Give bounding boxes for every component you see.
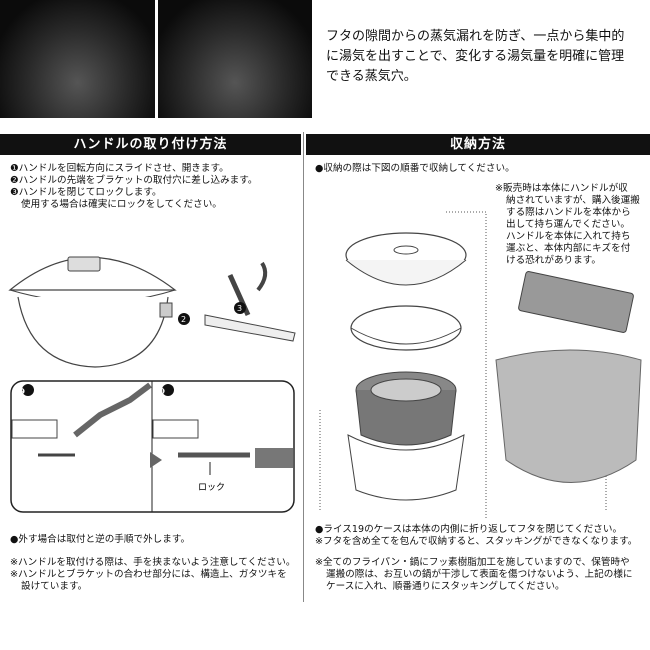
remove-note: ●外す場合は取付と逆の手順で外します。	[10, 534, 191, 545]
coating-note-line: 運搬の際は、お互いの鍋が干渉して表面を傷つけないよう、上記の様に	[326, 569, 633, 580]
coating-note-line: ケースに入れ、順番通りにスタッキングしてください。	[326, 581, 565, 592]
storage-side-note: ※販売時は本体にハンドルが収 納されていますが、購入後運搬 する際はハンドルを本…	[495, 183, 640, 267]
lock-detail-illustration: ❷ ❸ ロック	[10, 380, 295, 513]
case-warning: ※フタを含め全てを包んで収納すると、スタッキングができなくなります。	[315, 536, 638, 547]
side-note-line: 出して持ち運んでください。	[506, 219, 630, 230]
handle-section-title: ハンドルの取り付け方法	[0, 134, 301, 155]
intro-line: できる蒸気穴。	[326, 69, 417, 84]
side-note-line: する際はハンドルを本体から	[506, 207, 631, 218]
step-2: ❷ハンドルの先端をブラケットの取付穴に差し込みます。	[10, 175, 258, 186]
side-note-line: ける恐れがあります。	[506, 255, 601, 266]
case-note: ●ライス19のケースは本体の内側に折り返してフタを閉じてください。	[315, 524, 623, 535]
side-note-line: 運ぶと、本体内部にキズを付	[506, 243, 631, 254]
storage-intro: ●収納の際は下図の順番で収納してください。	[315, 163, 515, 174]
stacking-illustration	[319, 211, 642, 520]
handle-attach-illustration: 2 3	[8, 256, 296, 368]
figure-step3-label: ❸	[158, 387, 165, 396]
side-note-line: ハンドルを本体に入れて持ち	[506, 231, 631, 242]
note: ※ハンドルを取付ける際は、手を挟まないよう注意してください。	[10, 557, 296, 568]
step-3-note: 使用する場合は確実にロックをしてください。	[21, 199, 222, 210]
coating-note-line: ※全てのフライパン・鍋にフッ素樹脂加工を施していますので、保管時や	[315, 557, 630, 568]
svg-text:3: 3	[237, 304, 242, 313]
side-note-line: 納されていますが、購入後運搬	[506, 195, 640, 206]
storage-case-notes: ●ライス19のケースは本体の内側に折り返してフタを閉じてください。 ※フタを含め…	[315, 524, 637, 548]
side-note-line: ※販売時は本体にハンドルが収	[495, 183, 628, 194]
intro-line: に湯気を出すことで、変化する湯気量を明確に管理	[326, 49, 625, 64]
handle-notes: ※ハンドルを取付ける際は、手を挟まないよう注意してください。 ※ハンドルとブラケ…	[10, 557, 296, 593]
note: 設けています。	[21, 581, 88, 592]
svg-text:2: 2	[181, 315, 186, 324]
handle-steps: ❶ハンドルを回転方向にスライドさせ、開きます。 ❷ハンドルの先端をブラケットの取…	[10, 163, 257, 211]
step-1: ❶ハンドルを回転方向にスライドさせ、開きます。	[10, 163, 229, 174]
step-3: ❸ハンドルを閉じてロックします。	[10, 187, 162, 198]
figure-step2-label: ❷	[18, 387, 25, 396]
intro-text: フタの隙間からの蒸気漏れを防ぎ、一点から集中的 に湯気を出すことで、変化する湯気…	[326, 27, 646, 87]
coating-note: ※全てのフライパン・鍋にフッ素樹脂加工を施していますので、保管時や 運搬の際は、…	[315, 557, 633, 593]
column-divider	[303, 132, 304, 602]
intro-line: フタの隙間からの蒸気漏れを防ぎ、一点から集中的	[326, 29, 625, 44]
steam-photo-1	[0, 0, 155, 118]
lock-label: ロック	[198, 482, 225, 493]
steam-photo-2	[158, 0, 312, 118]
storage-section-title: 収納方法	[306, 134, 650, 155]
note: ※ハンドルとブラケットの合わせ部分には、構造上、ガタツキを	[10, 569, 287, 580]
